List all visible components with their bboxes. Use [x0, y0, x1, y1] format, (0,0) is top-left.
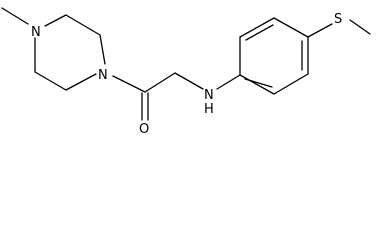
atom-o-carbonyl: O	[139, 122, 149, 136]
bond-aryl-2	[273, 73, 309, 95]
atom-n-amide: N	[98, 68, 108, 83]
bond-ring-n4-c5	[65, 73, 97, 91]
chemical-structure-diagram: N N O N H S	[1, 7, 371, 136]
bond-ring-c2-c3	[65, 14, 101, 36]
atom-s-thioether: S	[334, 12, 342, 27]
atom-n-methyl: N	[31, 25, 41, 40]
bond-aryl-4	[273, 17, 309, 38]
bond-ring-c3-n4	[99, 34, 106, 65]
bond-carbonyl-ch2	[144, 72, 176, 93]
bond-ring-n1-c2	[44, 14, 67, 27]
bond-aryl-1-inner	[244, 78, 273, 88]
bonds	[1, 7, 371, 121]
bond-methyl-n	[1, 7, 29, 25]
bond-ring-c5-c6	[34, 71, 67, 91]
bond-aryl-5	[239, 17, 275, 38]
bond-ch2-nh	[174, 72, 204, 90]
atom-labels: N N O N H S	[31, 12, 342, 136]
atom-n-amine: N	[204, 88, 214, 103]
bond-aryl-5-inner	[245, 24, 274, 41]
atom-h-amine: H	[204, 102, 214, 117]
bond-n-carbonyl	[112, 75, 146, 93]
bond-s-methyl	[349, 19, 371, 35]
bond-aryl-s	[307, 23, 333, 38]
bond-aryl-1	[239, 74, 275, 95]
bond-nh-aryl	[216, 74, 241, 90]
